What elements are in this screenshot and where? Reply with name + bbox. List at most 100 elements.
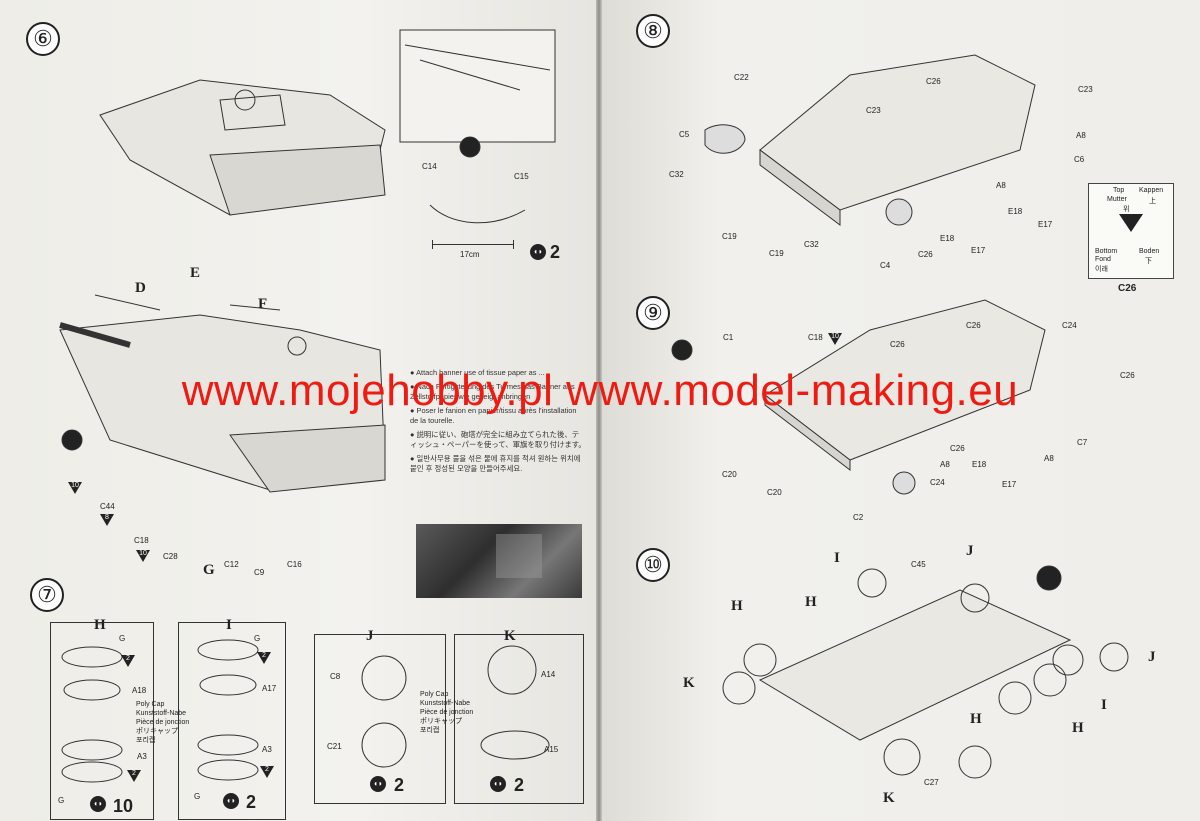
s9-c2: C2 xyxy=(853,513,864,522)
s9-c24a: C24 xyxy=(1062,321,1077,330)
i-part-a3: A3 xyxy=(262,745,272,754)
s9-c20b: C20 xyxy=(767,488,782,497)
panel-k xyxy=(454,634,584,804)
s10-j-top: J xyxy=(966,543,974,559)
j-part-c8: C8 xyxy=(330,672,341,681)
part-c15: C15 xyxy=(514,172,529,181)
i-tree-badge-bottom: 2 xyxy=(260,766,274,778)
part-c28: C28 xyxy=(163,552,178,561)
s10-c27: C27 xyxy=(924,778,939,787)
s10-j-right: J xyxy=(1148,649,1156,665)
s8-c23a: C23 xyxy=(866,106,881,115)
part-c14: C14 xyxy=(422,162,437,171)
s10-i-top: I xyxy=(834,550,840,566)
panel-j xyxy=(314,634,446,804)
s8-e18b: E18 xyxy=(940,234,955,243)
s8-c26b: C26 xyxy=(918,250,933,259)
page-fold xyxy=(596,0,602,821)
s10-i-right: I xyxy=(1101,697,1107,713)
s8-c23b: C23 xyxy=(1078,85,1093,94)
h-part-a18: A18 xyxy=(132,686,147,695)
s9-c26d: C26 xyxy=(950,444,965,453)
make-two-icon-i: ◖◗ xyxy=(223,793,239,809)
part-c18-tree-badge: 10 xyxy=(136,550,150,562)
assembly-f-label: F xyxy=(258,296,268,312)
assembly-d-label: D xyxy=(135,280,146,296)
s9-c26b: C26 xyxy=(890,340,905,349)
s8-a8a: A8 xyxy=(1076,131,1086,140)
s9-e17: E17 xyxy=(1002,480,1017,489)
panel-h xyxy=(50,622,154,820)
s9-c24b: C24 xyxy=(930,478,945,487)
s8-c19a: C19 xyxy=(722,232,737,241)
make-two-icon: ◖◗ xyxy=(530,244,546,260)
s10-k-bottom: K xyxy=(883,790,895,806)
panel-h-quantity: 10 xyxy=(113,796,134,816)
part-c18: C18 xyxy=(134,536,149,545)
s9-e18: E18 xyxy=(972,460,987,469)
panel-k-quantity: 2 xyxy=(514,775,525,795)
make-two-icon-k: ◖◗ xyxy=(490,776,506,792)
panel-i-quantity: 2 xyxy=(246,792,257,812)
s9-c20a: C20 xyxy=(722,470,737,479)
s8-c6: C6 xyxy=(1074,155,1085,164)
s8-e17a: E17 xyxy=(971,246,986,255)
s8-c5: C5 xyxy=(679,130,690,139)
s8-c19b: C19 xyxy=(769,249,784,258)
length-ruler xyxy=(432,240,514,249)
s8-e17b: E17 xyxy=(1038,220,1053,229)
step-6-number: ⑥ xyxy=(26,22,60,56)
banner-instructions: ● Attach banner use of tissue paper as .… xyxy=(410,368,586,473)
s9-a8a: A8 xyxy=(1044,454,1054,463)
i-part-g-bottom: G xyxy=(194,792,201,801)
step-10-number: ⑩ xyxy=(636,548,670,582)
i-tree-badge-top: 2 xyxy=(257,652,271,664)
part-c16: C16 xyxy=(287,560,302,569)
h-part-g-top: G xyxy=(119,634,126,643)
ruler-label: 17cm xyxy=(460,250,480,259)
h-part-a3: A3 xyxy=(137,752,147,761)
panel-k-title: K xyxy=(504,628,516,644)
s9-c26c: C26 xyxy=(1120,371,1135,380)
s8-c32b: C32 xyxy=(804,240,819,249)
legend-caption: C26 xyxy=(1118,283,1137,294)
s10-k-left: K xyxy=(683,675,695,691)
s8-c32a: C32 xyxy=(669,170,684,179)
s10-h-mid: H xyxy=(805,594,817,610)
step6-quantity: 2 xyxy=(550,242,561,262)
j-part-c21: C21 xyxy=(327,742,342,751)
k-part-a14: A14 xyxy=(541,670,556,679)
c26-orientation-legend: Top Kappen Mutter 上 위 Bottom Boden Fond … xyxy=(1088,183,1174,279)
part-c44: C44 xyxy=(100,502,115,511)
panel-i-title: I xyxy=(226,617,232,633)
panel-i xyxy=(178,622,286,820)
h-tree-badge-bottom: 2 xyxy=(127,770,141,782)
s9-tree-badge: 10 xyxy=(828,333,842,345)
panel-j-title: J xyxy=(366,628,374,644)
make-ten-icon: ◖◗ xyxy=(90,796,106,812)
i-part-g-top: G xyxy=(254,634,261,643)
make-two-icon-j: ◖◗ xyxy=(370,776,386,792)
k-part-a15: A15 xyxy=(544,745,559,754)
s9-c18: C18 xyxy=(808,333,823,342)
part-c9: C9 xyxy=(254,568,265,577)
s8-c4: C4 xyxy=(880,261,891,270)
assembly-g-label: G xyxy=(203,562,215,578)
s8-e18a: E18 xyxy=(1008,207,1023,216)
h-part-g-bottom: G xyxy=(58,796,65,805)
reference-photo xyxy=(416,524,582,598)
part-c44-tree-badge: 8 xyxy=(100,514,114,526)
s10-h-left: H xyxy=(731,598,743,614)
watermark-text: www.mojehobby.pl www.model-making.eu xyxy=(181,366,1019,415)
step-7-number: ⑦ xyxy=(30,578,64,612)
s9-a8b: A8 xyxy=(940,460,950,469)
s8-c22: C22 xyxy=(734,73,749,82)
part-c12: C12 xyxy=(224,560,239,569)
s9-c26a: C26 xyxy=(966,321,981,330)
s8-a8b: A8 xyxy=(996,181,1006,190)
h-tree-badge-top: 2 xyxy=(121,655,135,667)
step-9-number: ⑨ xyxy=(636,296,670,330)
